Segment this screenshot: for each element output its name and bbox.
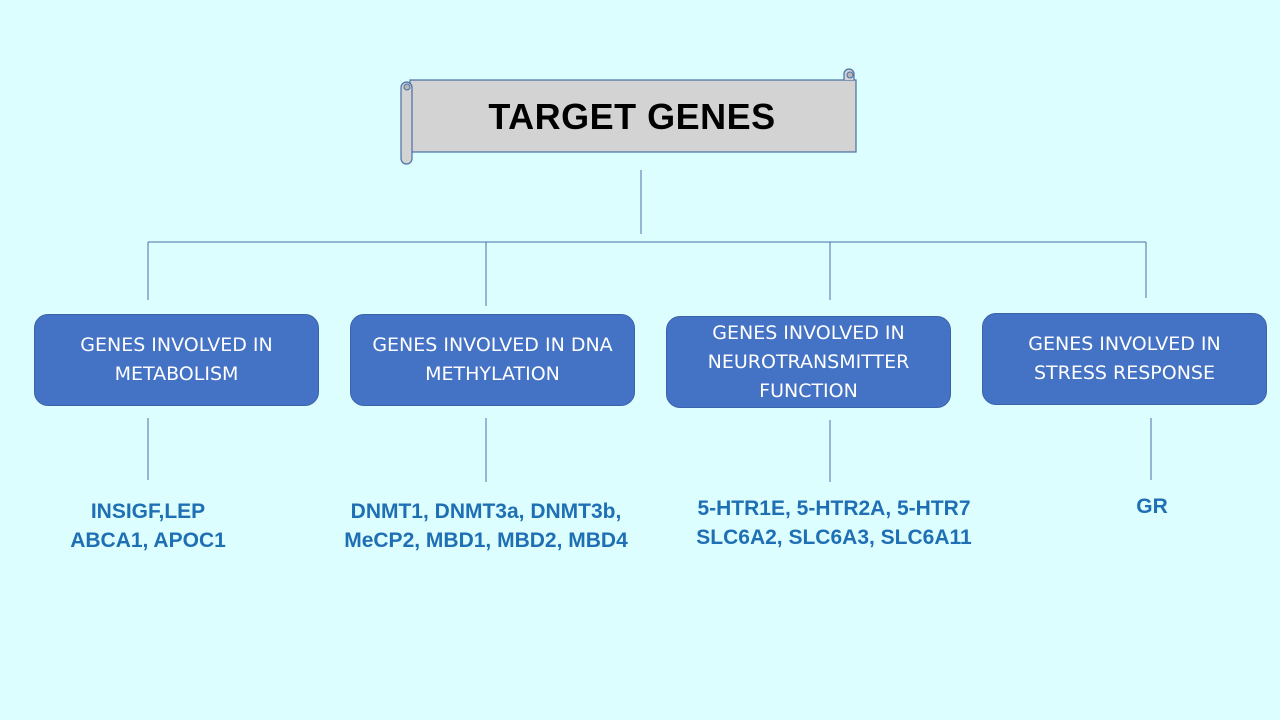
category-box-neurotransmitter: GENES INVOLVED IN NEUROTRANSMITTER FUNCT…: [666, 316, 951, 408]
category-label: GENES INVOLVED IN METABOLISM: [80, 334, 273, 385]
gene-list-stress-response: GR: [1136, 495, 1168, 518]
gene-list-metabolism: INSIGF,LEP ABCA1, APOC1: [70, 500, 226, 552]
category-box-metabolism: GENES INVOLVED IN METABOLISM: [34, 314, 319, 406]
diagram-title: TARGET GENES: [488, 96, 776, 137]
category-box-dna-methylation: GENES INVOLVED IN DNA METHYLATION: [350, 314, 635, 406]
title-scroll-banner: [400, 68, 857, 165]
gene-list-neurotransmitter: 5-HTR1E, 5-HTR2A, 5-HTR7 SLC6A2, SLC6A3,…: [696, 497, 972, 549]
category-label: GENES INVOLVED IN DNA METHYLATION: [372, 334, 613, 385]
category-box-stress-response: GENES INVOLVED IN STRESS RESPONSE: [982, 313, 1267, 405]
category-label: GENES INVOLVED IN STRESS RESPONSE: [1028, 333, 1221, 384]
gene-list-dna-methylation: DNMT1, DNMT3a, DNMT3b, MeCP2, MBD1, MBD2…: [344, 500, 628, 552]
category-label: GENES INVOLVED IN NEUROTRANSMITTER FUNCT…: [707, 321, 910, 402]
